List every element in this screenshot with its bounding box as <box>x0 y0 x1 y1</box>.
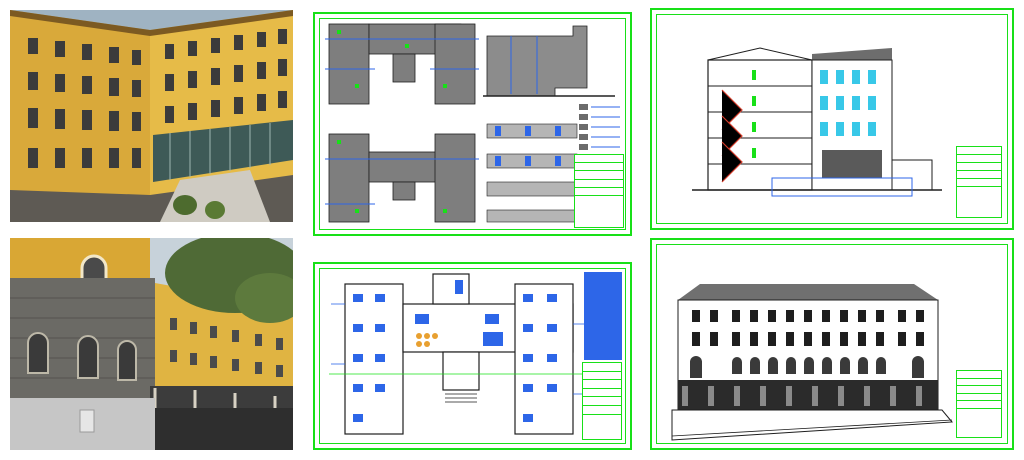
photo-courtyard <box>10 10 293 222</box>
sheet-survey-plans <box>313 12 632 236</box>
sheet-elevation <box>650 238 1014 450</box>
title-block <box>582 362 622 440</box>
sheet-frame <box>319 18 626 230</box>
photo-wing-terrace <box>10 238 293 450</box>
sheet-frame <box>656 244 1008 444</box>
title-block <box>574 154 624 228</box>
sheet-frame <box>656 14 1008 224</box>
sheet-design-plan <box>313 262 632 450</box>
title-block <box>956 370 1002 438</box>
title-block <box>956 146 1002 218</box>
sheet-frame <box>319 268 626 444</box>
sheet-section <box>650 8 1014 230</box>
legend-panel <box>584 272 622 360</box>
